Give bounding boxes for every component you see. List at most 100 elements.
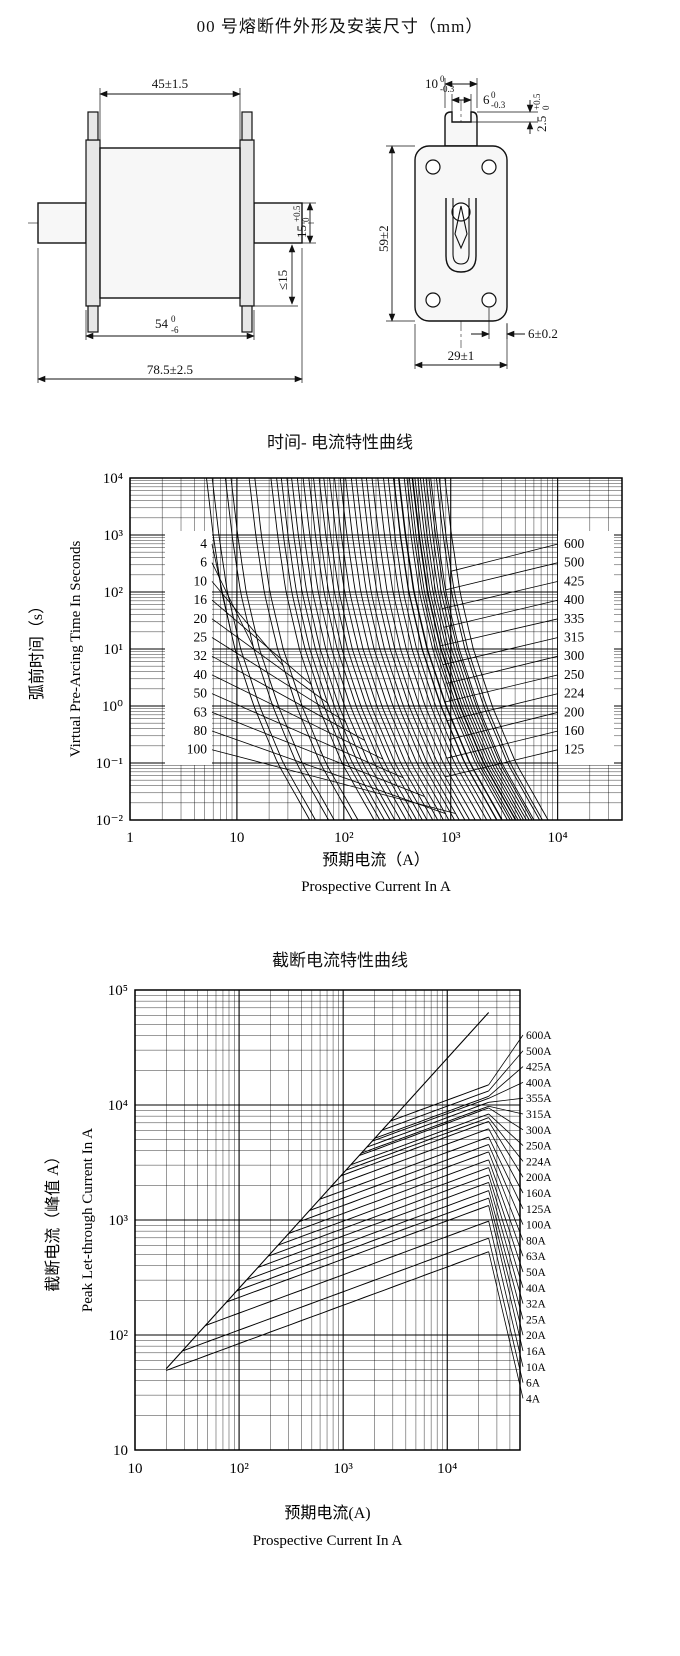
cutoff-rating-label: 224A xyxy=(526,1156,552,1168)
curve-16A xyxy=(270,477,375,821)
curve-4A xyxy=(211,477,316,821)
cutoff-curve-250A xyxy=(350,1113,489,1166)
curve-315A xyxy=(414,477,519,821)
x-tick-label: 1 xyxy=(126,830,134,846)
y-tick-label: 10⁴ xyxy=(108,1098,128,1114)
curve-80A xyxy=(350,477,455,821)
y-tick-label: 10 xyxy=(113,1443,128,1459)
rating-leader-lines xyxy=(211,543,559,814)
rating-label-left: 50 xyxy=(194,686,208,701)
cutoff-rating-label: 20A xyxy=(526,1330,547,1342)
plot-border xyxy=(129,477,623,821)
x-axis-label-cn: 预期电流（A） xyxy=(322,851,430,869)
svg-text:0: 0 xyxy=(301,217,311,222)
curve-20A xyxy=(286,477,391,821)
x-tick-label: 10³ xyxy=(333,1461,353,1477)
left-end-plate xyxy=(85,139,101,307)
curve-250A xyxy=(398,477,503,821)
cutoff-rating-label: 40A xyxy=(526,1283,547,1295)
cutoff-rating-label: 400A xyxy=(526,1077,552,1089)
y-tick-label: 10⁻¹ xyxy=(96,756,123,772)
curve-125A xyxy=(371,477,476,821)
curve-400A xyxy=(419,477,524,821)
dim-tab-step: 2.5 +0.5 0 xyxy=(532,93,551,132)
x-tick-label: 10² xyxy=(229,1461,249,1477)
curve-10A xyxy=(248,477,353,821)
cutoff-curve-355A xyxy=(366,1101,489,1148)
y-tick-label: 10² xyxy=(109,1328,129,1344)
y-axis-label-cn: 弧前时间（s） xyxy=(28,598,46,700)
cutoff-rating-label: 50A xyxy=(526,1267,547,1279)
curve-50A xyxy=(323,477,428,821)
curve-425A xyxy=(428,477,533,821)
rating-label-right: 224 xyxy=(564,686,585,701)
top-left-lug xyxy=(87,111,99,141)
fuse-dimension-drawings: 45±1.5 54 0 -6 78.5±2.5 15 +0.5 0 xyxy=(28,74,558,383)
cutoff-rating-label: 4A xyxy=(526,1393,541,1405)
top-right-lug xyxy=(241,111,253,141)
right-blade xyxy=(253,202,303,244)
cutoff-labels: 600A500A425A400A355A315A300A250A224A200A… xyxy=(526,1030,552,1405)
cutoff-curves xyxy=(166,1084,489,1371)
center-hole xyxy=(451,202,471,222)
cutoff-curve-425A xyxy=(374,1095,489,1139)
u-slot-inner xyxy=(452,198,470,265)
dim-tab-outer: 10 xyxy=(425,76,438,91)
cutoff-rating-label: 125A xyxy=(526,1204,552,1216)
curve-500A xyxy=(435,477,540,821)
cutoff-curve-10A xyxy=(205,1220,489,1326)
rating-label-left: 32 xyxy=(194,648,208,663)
svg-text:+0.5: +0.5 xyxy=(532,93,542,110)
svg-text:-0.3: -0.3 xyxy=(440,84,455,94)
rating-label-left: 16 xyxy=(194,592,208,607)
cutoff-curve-40A xyxy=(267,1174,489,1257)
cutoff-rating-label: 250A xyxy=(526,1141,552,1153)
rating-label-left: 100 xyxy=(187,742,208,757)
cutoff-curve-32A xyxy=(257,1181,489,1268)
svg-text:15: 15 xyxy=(294,225,309,238)
bottom-right-lug xyxy=(241,305,253,333)
y-axis-label-en: Peak Let-through Current In A xyxy=(80,1128,96,1312)
cutoff-rating-label: 160A xyxy=(526,1188,552,1200)
left-label-box xyxy=(165,531,212,765)
fuse-body xyxy=(99,147,241,299)
mounting-body xyxy=(414,145,508,322)
cutoff-curve-80A xyxy=(299,1151,489,1223)
curve-600A xyxy=(444,477,549,821)
y-tick-label: 10³ xyxy=(109,1213,129,1229)
cutoff-rating-label: 25A xyxy=(526,1314,547,1326)
axis-captions: 预期电流（A）Prospective Current In A弧前时间（s）Vi… xyxy=(28,541,451,895)
svg-text:0: 0 xyxy=(440,74,445,84)
svg-text:≤15: ≤15 xyxy=(275,270,290,290)
x-tick-label: 10² xyxy=(334,830,354,846)
cutoff-curve-160A xyxy=(330,1128,489,1188)
cutoff-curve-100A xyxy=(309,1144,489,1211)
curve-10A xyxy=(254,477,359,821)
grip-tab xyxy=(444,111,478,147)
cutoff-curve-400A xyxy=(371,1097,489,1142)
rating-label-left: 80 xyxy=(194,723,208,738)
dim-max-depth: ≤15 xyxy=(275,270,290,290)
rating-label-left: 6 xyxy=(200,555,207,570)
cutoff-rating-label: 600A xyxy=(526,1030,552,1042)
curve-160A xyxy=(377,477,482,821)
cutoff-curve-4A xyxy=(166,1251,489,1371)
rating-label-right: 250 xyxy=(564,667,585,682)
cutoff-rating-label: 355A xyxy=(526,1093,552,1105)
rating-label-right: 425 xyxy=(564,573,585,588)
rating-label-left: 10 xyxy=(194,573,208,588)
cutoff-curve-125A xyxy=(319,1136,489,1200)
x-tick-label: 10 xyxy=(229,830,244,846)
side-view: 10 0 -0.3 6 0 -0.3 2.5 +0.5 0 xyxy=(376,74,558,369)
y-tick-label: 10¹ xyxy=(104,642,124,658)
rating-label-right: 400 xyxy=(564,592,585,607)
curve-250A xyxy=(403,477,508,821)
rating-labels: 4610162025324050638010060050042540033531… xyxy=(187,536,585,757)
curve-16A xyxy=(276,477,381,821)
svg-text:0: 0 xyxy=(491,90,496,100)
cutoff-curve-50A xyxy=(277,1167,489,1246)
u-slot-outer xyxy=(445,198,477,273)
